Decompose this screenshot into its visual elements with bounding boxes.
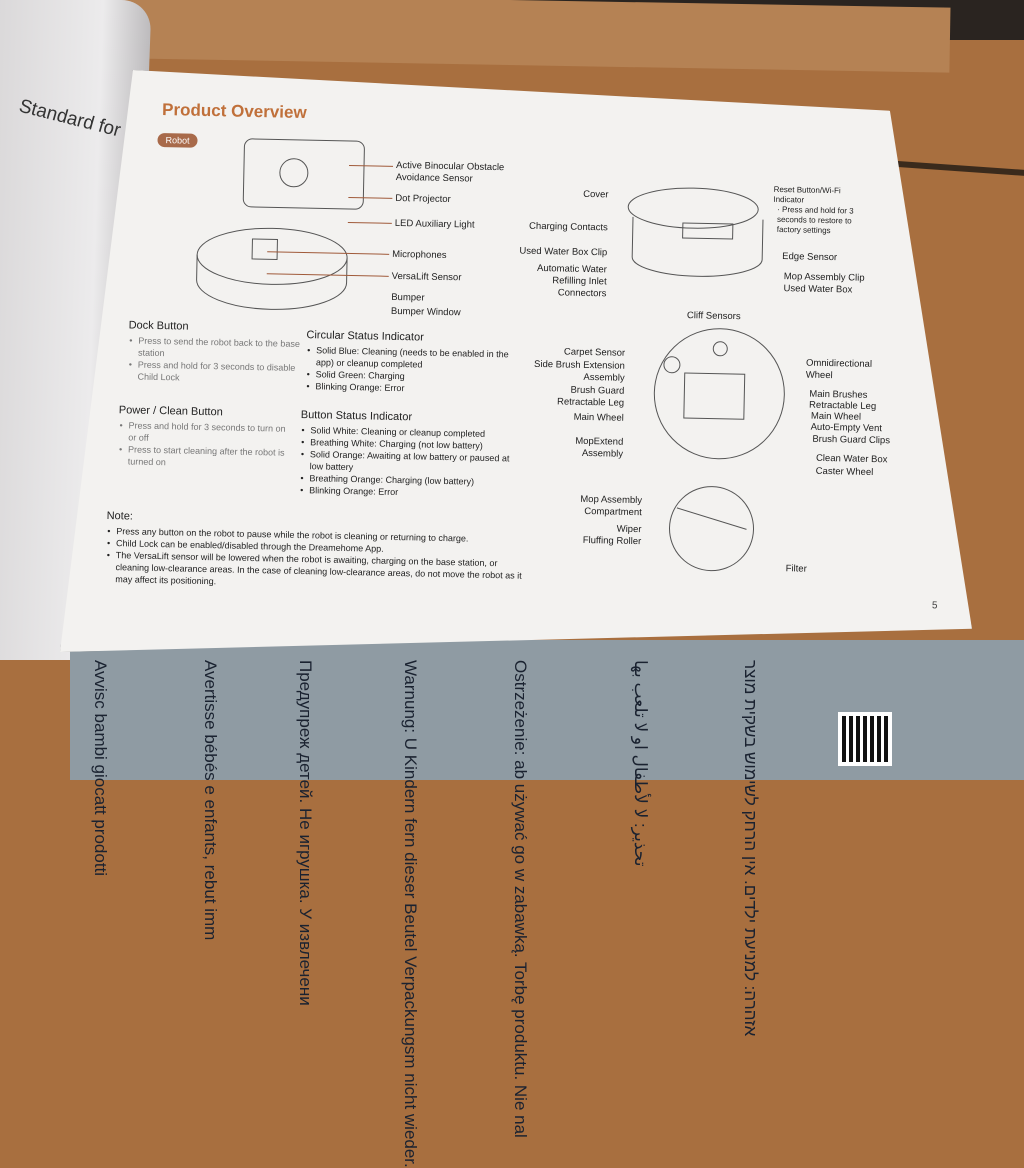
label-retractable-leg: Retractable Leg <box>556 396 625 409</box>
label-omni-wheel: Omnidirectional Wheel <box>805 357 873 382</box>
label-edge-sensor: Edge Sensor <box>782 251 838 264</box>
label-used-water-box: Used Water Box <box>783 283 853 296</box>
qr-code <box>838 712 892 766</box>
power-button-section: Power / Clean Button Press and hold for … <box>118 404 289 471</box>
top-robot-diagram <box>196 138 365 310</box>
label-reset-button: Reset Button/Wi-Fi Indicator· Press and … <box>773 185 869 237</box>
label-led-light: LED Auxiliary Light <box>394 217 475 231</box>
label-obstacle-sensor: Active Binocular Obstacle Avoidance Sens… <box>395 159 505 185</box>
note-section: Note: Press any button on the robot to p… <box>105 510 526 594</box>
page-number: 5 <box>931 600 938 612</box>
page-title: Product Overview <box>161 100 307 123</box>
robot-diagrams <box>196 138 785 572</box>
mop-detail-diagram <box>669 486 755 572</box>
label-cover: Cover <box>583 188 609 201</box>
label-dot-projector: Dot Projector <box>395 192 451 206</box>
label-microphones: Microphones <box>392 248 447 262</box>
section-badge: Robot <box>157 132 198 148</box>
label-refilling-connectors: Automatic Water Refilling Inlet Connecto… <box>536 262 608 300</box>
page-content: Product Overview Robot Active Binocular … <box>0 0 1024 778</box>
power-item: Press and hold for 3 seconds to turn on … <box>128 419 288 446</box>
label-main-wheel: Main Wheel <box>573 411 624 424</box>
label-cliff-sensors: Cliff Sensors <box>686 310 741 323</box>
label-carpet-sensor: Carpet Sensor <box>563 346 626 359</box>
label-caster-wheel: Caster Wheel <box>815 465 874 479</box>
reset-label: Reset Button/Wi-Fi Indicator <box>773 184 841 205</box>
reset-hint: · Press and hold for 3 seconds to restor… <box>776 204 854 236</box>
label-brush-guard-clips: Brush Guard Clips <box>812 433 891 447</box>
dock-button-section: Dock Button Press to send the robot back… <box>127 319 313 386</box>
dock-button-title: Dock Button <box>128 319 189 333</box>
label-fluffing-roller: Fluffing Roller <box>582 534 642 548</box>
label-bumper-window: Bumper Window <box>390 305 461 319</box>
circular-status-section: Circular Status Indicator Solid Blue: Cl… <box>305 329 526 397</box>
label-mopextend: MopExtend Assembly <box>575 435 624 460</box>
label-used-water-box-clip: Used Water Box Clip <box>519 245 608 259</box>
label-versalift: VersaLift Sensor <box>391 270 462 284</box>
label-clean-water-box: Clean Water Box <box>815 452 888 466</box>
label-side-brush: Side Brush Extension Assembly <box>533 358 626 384</box>
bottom-robot-diagram <box>653 328 785 460</box>
label-charging-contacts: Charging Contacts <box>528 220 608 234</box>
dock-item: Press to send the robot back to the base… <box>138 335 313 363</box>
power-button-title: Power / Clean Button <box>118 404 223 419</box>
side-robot-diagram <box>627 187 764 277</box>
label-bumper: Bumper <box>391 291 425 304</box>
power-item: Press to start cleaning after the robot … <box>128 443 288 470</box>
label-filter: Filter <box>785 563 807 575</box>
button-status-section: Button Status Indicator Solid White: Cle… <box>299 409 526 501</box>
label-mop-compartment: Mop Assembly Compartment <box>580 493 643 519</box>
dock-item: Press and hold for 3 seconds to disable … <box>137 359 312 387</box>
